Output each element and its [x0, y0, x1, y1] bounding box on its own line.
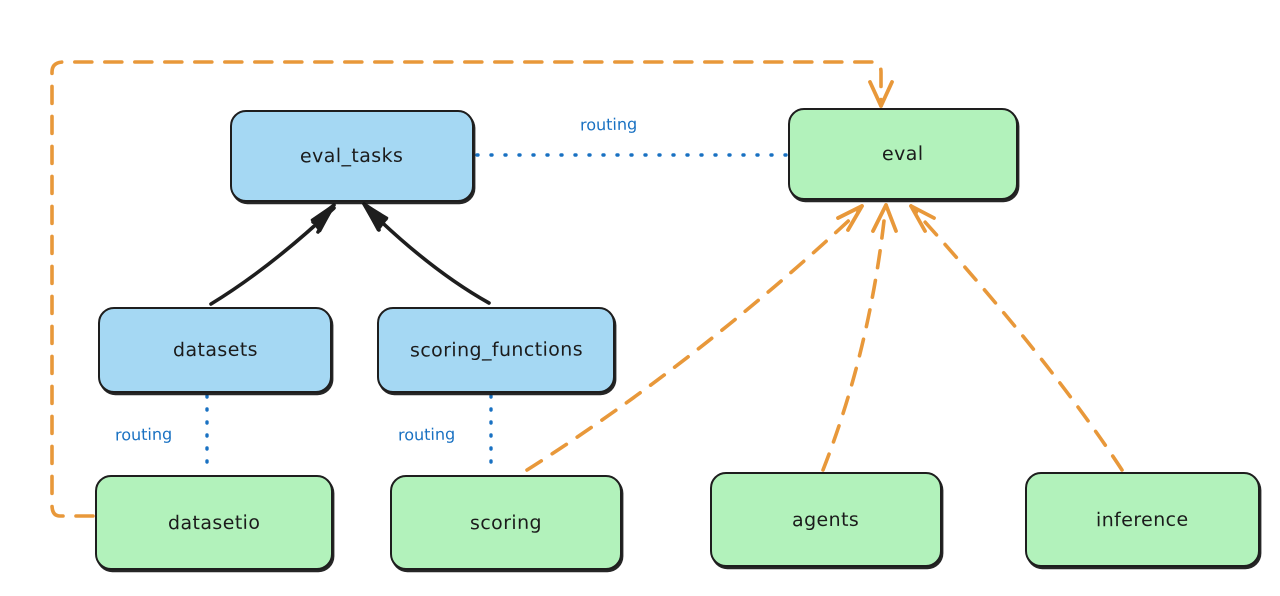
edge-inference-to-eval	[909, 204, 1124, 472]
node-eval[interactable]: eval	[788, 108, 1018, 200]
edge-scoring-to-eval	[525, 204, 864, 472]
node-label: datasetio	[167, 511, 261, 534]
node-inference[interactable]: inference	[1025, 472, 1260, 567]
node-label: eval	[882, 142, 924, 166]
edge-label-routing-eval-tasks-eval: routing	[579, 114, 638, 135]
edge-datasetio-to-eval	[50, 60, 894, 518]
node-label: eval_tasks	[300, 144, 404, 168]
node-scoring[interactable]: scoring	[390, 475, 622, 570]
node-label: agents	[792, 508, 860, 531]
node-label: inference	[1096, 508, 1189, 531]
edge-label-routing-datasets-datasetio: routing	[114, 424, 173, 445]
node-scoring-functions[interactable]: scoring_functions	[377, 307, 615, 393]
edge-agents-to-eval	[821, 203, 898, 472]
edge-datasets-to-eval-tasks	[209, 203, 336, 306]
node-label: scoring_functions	[409, 338, 583, 362]
node-agents[interactable]: agents	[710, 472, 942, 567]
edge-scoring-functions-to-eval-tasks	[362, 202, 491, 305]
node-datasetio[interactable]: datasetio	[95, 475, 333, 570]
node-datasets[interactable]: datasets	[98, 307, 332, 393]
node-label: scoring	[469, 511, 543, 534]
edge-label-routing-scoring-functions-scoring: routing	[397, 424, 456, 445]
node-eval-tasks[interactable]: eval_tasks	[230, 110, 474, 202]
node-label: datasets	[172, 338, 258, 362]
